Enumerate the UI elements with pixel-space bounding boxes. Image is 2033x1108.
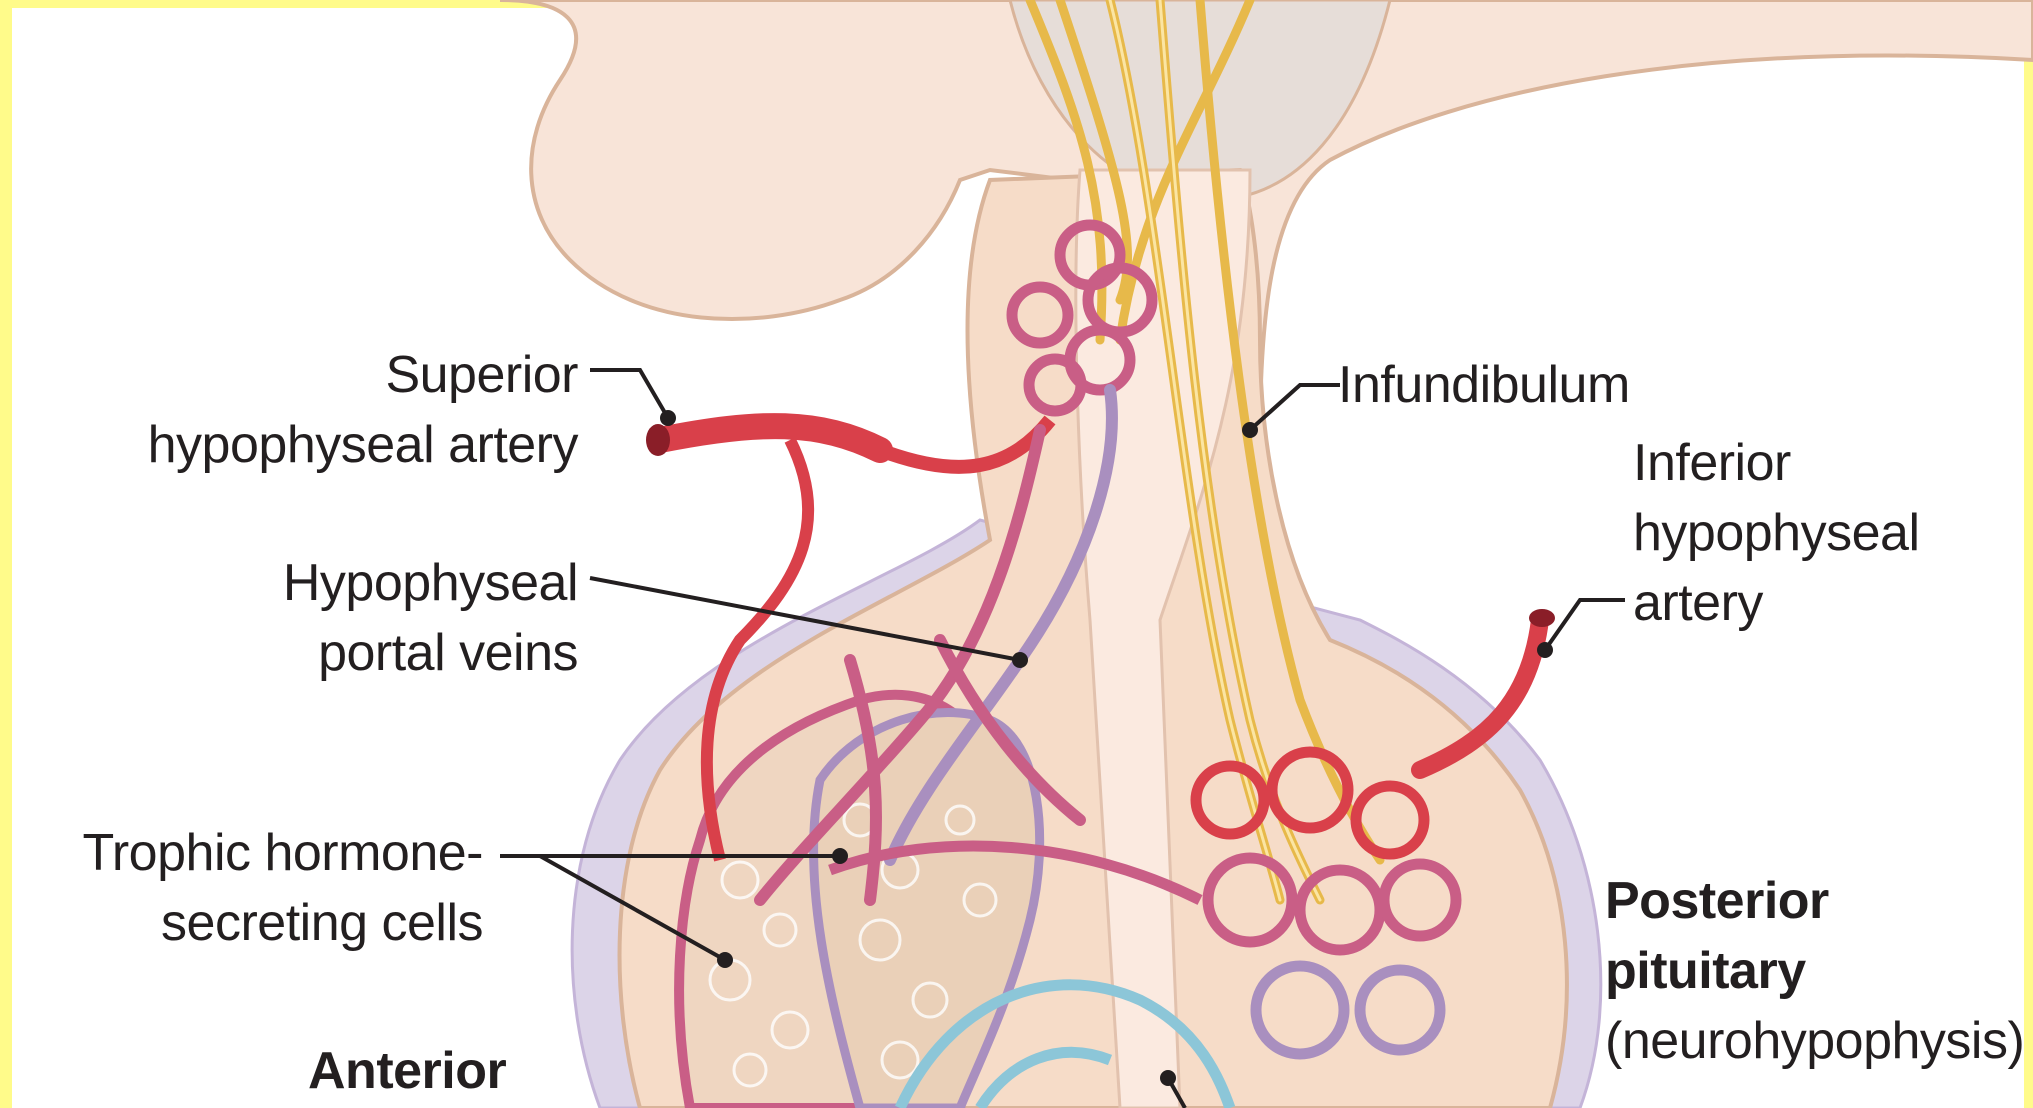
trophic-cells-label-line1: Trophic hormone- (83, 818, 483, 888)
portal-veins-label-line1: Hypophyseal (283, 548, 578, 618)
inferior-artery-opening (1529, 609, 1555, 627)
trophic-cells-label: Trophic hormone- secreting cells (83, 818, 483, 958)
posterior-label-sub: (neurohypophysis) (1605, 1006, 2024, 1076)
infundibulum-label: Infundibulum (1338, 350, 1630, 420)
inferior-artery-label: Inferior hypophyseal artery (1633, 428, 1920, 638)
superior-artery-opening (646, 424, 670, 456)
posterior-pituitary-label: Posterior pituitary (neurohypophysis) (1605, 866, 2024, 1076)
superior-artery-label: Superior hypophyseal artery (148, 340, 578, 480)
portal-veins-label-line2: portal veins (283, 618, 578, 688)
superior-artery-label-line2: hypophyseal artery (148, 410, 578, 480)
anterior-label: Anterior (308, 1036, 506, 1106)
posterior-label-line2: pituitary (1605, 936, 2024, 1006)
posterior-label-line1: Posterior (1605, 866, 2024, 936)
inferior-artery-label-line3: artery (1633, 568, 1920, 638)
superior-artery-label-line1: Superior (148, 340, 578, 410)
portal-veins-label: Hypophyseal portal veins (283, 548, 578, 688)
inferior-artery-label-line1: Inferior (1633, 428, 1920, 498)
trophic-cells-label-line2: secreting cells (83, 888, 483, 958)
inferior-artery-label-line2: hypophyseal (1633, 498, 1920, 568)
